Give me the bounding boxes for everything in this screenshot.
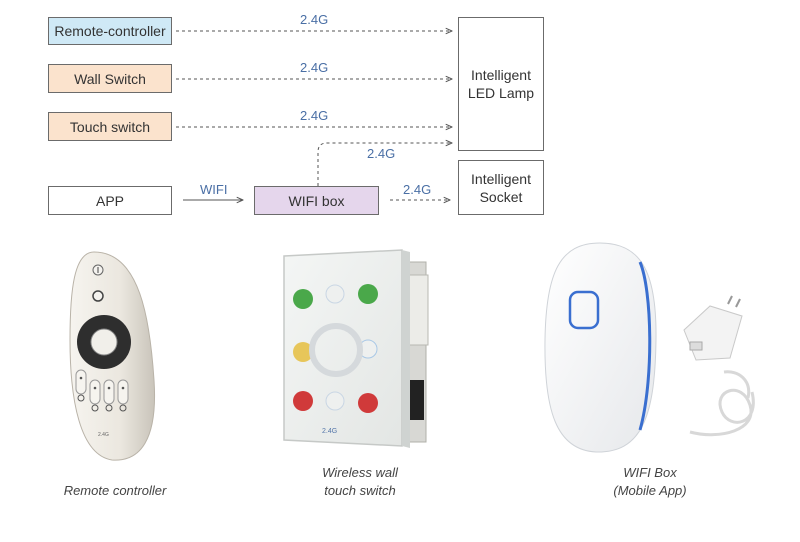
caption-wall-line1: Wireless wall — [322, 465, 398, 480]
node-socket-line2: Socket — [479, 188, 523, 205]
edge-label-wifibox-lamp: 2.4G — [367, 146, 396, 161]
panel-green-on-left — [293, 289, 313, 309]
remote-zone-off-icons — [77, 394, 127, 412]
edge-label-wifibox-socket: 2.4G — [403, 182, 432, 197]
node-wifi-box-label: WIFI box — [288, 192, 345, 209]
caption-remote-text: Remote controller — [63, 483, 167, 498]
node-touch-switch: Touch switch — [48, 112, 172, 141]
panel-brightness-down — [325, 391, 345, 411]
remote-controller-image: 2.4G — [69, 251, 156, 461]
edge-label-touch: 2.4G — [300, 108, 329, 123]
caption-wifi-line2: (Mobile App) — [613, 483, 687, 498]
panel-dpad-ring — [309, 323, 363, 377]
edge-label-remote: 2.4G — [300, 12, 329, 27]
node-socket-line1: Intelligent — [471, 170, 531, 187]
node-socket: Intelligent Socket — [458, 160, 544, 215]
node-wall-switch: Wall Switch — [48, 64, 172, 93]
node-wall-switch-label: Wall Switch — [74, 70, 146, 87]
remote-off-button — [92, 290, 104, 302]
wifi-box-image — [544, 242, 755, 453]
remote-zone-buttons — [75, 369, 129, 405]
node-led-lamp: Intelligent LED Lamp — [458, 17, 544, 151]
node-remote-controller: Remote-controller — [48, 17, 172, 45]
caption-remote: Remote controller — [40, 482, 190, 500]
panel-yellow-button — [293, 342, 313, 362]
edge-label-app-wifi: WIFI — [200, 182, 228, 197]
remote-marking: 2.4G — [98, 432, 109, 438]
remote-zone-dots — [79, 376, 125, 390]
panel-red-off-left — [293, 391, 313, 411]
panel-brightness-up — [325, 284, 345, 304]
node-led-lamp-line1: Intelligent — [471, 67, 531, 83]
caption-wifi-line1: WIFI Box — [623, 465, 677, 480]
wifi-box-logo-ring — [568, 290, 600, 330]
panel-green-on-right — [358, 284, 378, 304]
node-touch-switch-label: Touch switch — [69, 118, 151, 135]
node-app: APP — [48, 186, 172, 215]
edge-label-wall: 2.4G — [300, 60, 329, 75]
caption-wifi-box: WIFI Box (Mobile App) — [580, 464, 720, 500]
usb-power-adapter-icon — [683, 295, 743, 361]
connector-layer — [176, 0, 800, 220]
panel-red-off-right — [358, 393, 378, 413]
remote-center-button — [90, 328, 118, 356]
caption-wall-line2: touch switch — [324, 483, 396, 498]
edge-wifibox-to-lamp — [317, 143, 452, 186]
node-led-lamp-line2: LED Lamp — [467, 85, 535, 101]
panel-marking: 2.4G — [322, 428, 337, 435]
wall-touch-switch-image: 2.4G — [283, 249, 429, 448]
caption-wall-switch: Wireless wall touch switch — [290, 464, 430, 500]
node-app-label: APP — [95, 192, 124, 209]
node-wifi-box: WIFI box — [254, 186, 379, 215]
usb-cable-icon — [689, 370, 755, 437]
node-remote-controller-label: Remote-controller — [54, 23, 166, 39]
